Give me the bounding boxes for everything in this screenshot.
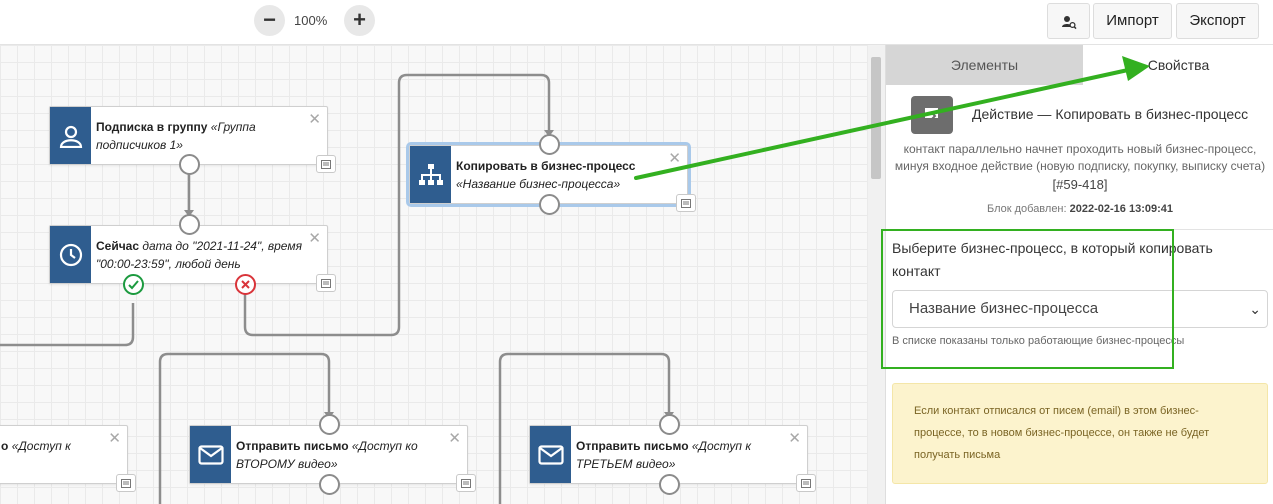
close-icon[interactable]: ✕ [108,430,121,447]
toolbar: − 100% + Импорт Экспорт [0,0,1273,45]
added-value: 2022-02-16 13:09:41 [1069,203,1173,215]
connection-lines [0,73,674,504]
close-icon[interactable]: ✕ [668,150,681,167]
output-port[interactable] [179,154,200,175]
scrollbar-thumb[interactable] [871,57,881,179]
select-hint: В списке показаны только работающие бизн… [892,335,1185,347]
check-icon [128,280,139,290]
business-process-select[interactable]: Название бизнес-процесса ⌄ [892,290,1268,328]
close-icon[interactable]: ✕ [308,111,321,128]
annotation-highlight-box [881,229,1174,369]
envelope-icon [190,426,231,483]
warning-box: Если контакт отписался от писем (email) … [892,383,1268,484]
action-description-line-2: минуя входное действие (новую подписку, … [894,159,1266,173]
node-subtitle: дата до "2021-11-24", время "00:00-23:59… [96,239,302,271]
arrow-copy [544,130,554,137]
node-text: Отправить письмо «Доступ ко ВТОРОМУ виде… [236,437,449,473]
cross-icon [241,280,250,289]
close-icon[interactable]: ✕ [788,430,801,447]
select-label: Выберите бизнес-процесс, в который копир… [892,240,1213,279]
sitemap-icon [410,146,451,203]
arrow-now [184,210,194,217]
node-subtitle: «Доступ к ТРЕТЬЕМ видео» [576,439,752,471]
action-icon [911,96,953,134]
action-description-line-1: контакт параллельно начнет проходить нов… [903,142,1257,156]
zoom-in-button[interactable]: + [344,5,375,36]
link-to-send2 [158,352,331,504]
node-send-email-partial[interactable]: о «Доступ к ✕ [0,425,136,492]
node-text: Отправить письмо «Доступ к ТРЕТЬЕМ видео… [576,437,789,473]
action-title: Действие — Копировать в бизнес-процесс [972,106,1249,122]
node-title: Копировать в бизнес-процесс [456,159,636,173]
user-search-icon [1061,16,1077,30]
export-button[interactable]: Экспорт [1176,3,1259,39]
note-icon[interactable] [796,474,816,492]
node-title: Отправить письмо [576,439,689,453]
node-title: Сейчас [96,239,140,253]
input-port[interactable] [659,414,680,435]
workflow-canvas[interactable]: Подписка в группу «Группа подписчиков 1»… [0,45,868,504]
node-title: Отправить письмо [236,439,349,453]
output-port[interactable] [659,474,680,495]
warning-text: Если контакт отписался от писем (email) … [914,405,1210,461]
output-port[interactable] [539,194,560,215]
input-port[interactable] [539,134,560,155]
node-subtitle: «Доступ к [11,439,71,453]
note-icon[interactable] [116,474,136,492]
node-subtitle: «Название бизнес-процесса» [456,177,621,191]
note-icon[interactable] [316,155,336,173]
import-button[interactable]: Импорт [1093,3,1172,39]
fail-port[interactable] [235,274,256,295]
note-icon[interactable] [456,474,476,492]
close-icon[interactable]: ✕ [448,430,461,447]
user-icon [50,107,91,164]
clock-icon [50,226,91,283]
node-subtitle: «Доступ ко ВТОРОМУ видео» [236,439,418,471]
node-text: Сейчас дата до "2021-11-24", время "00:0… [96,237,309,273]
chevron-down-icon: ⌄ [1249,301,1261,317]
action-description: контакт параллельно начнет проходить нов… [886,141,1273,175]
tab-properties[interactable]: Свойства [1083,45,1273,85]
zoom-level: 100% [294,13,328,28]
tab-elements[interactable]: Элементы [886,45,1083,85]
input-port[interactable] [179,214,200,235]
link-now-fail [243,73,551,337]
envelope-icon [530,426,571,483]
added-date: Блок добавлен: 2022-02-16 13:09:41 [886,203,1273,215]
note-icon[interactable] [316,274,336,292]
node-text: Копировать в бизнес-процесс «Название би… [456,157,669,193]
link-now-ok [0,303,135,347]
select-value: Название бизнес-процесса [909,300,1099,317]
success-port[interactable] [123,274,144,295]
note-icon[interactable] [676,194,696,212]
link-to-send3 [498,352,671,504]
input-port[interactable] [319,414,340,435]
node-subtitle: «Группа подписчиков 1» [96,120,256,152]
output-port[interactable] [319,474,340,495]
close-icon[interactable]: ✕ [308,230,321,247]
node-text: Подписка в группу «Группа подписчиков 1» [96,118,309,154]
added-label: Блок добавлен: [986,203,1067,215]
user-search-button[interactable] [1047,3,1090,39]
node-title: Подписка в группу [96,120,208,134]
zoom-out-button[interactable]: − [254,5,285,36]
node-title: о [1,439,9,453]
action-id: [#59-418] [1052,177,1108,192]
node-text: о «Доступ к [1,437,109,455]
